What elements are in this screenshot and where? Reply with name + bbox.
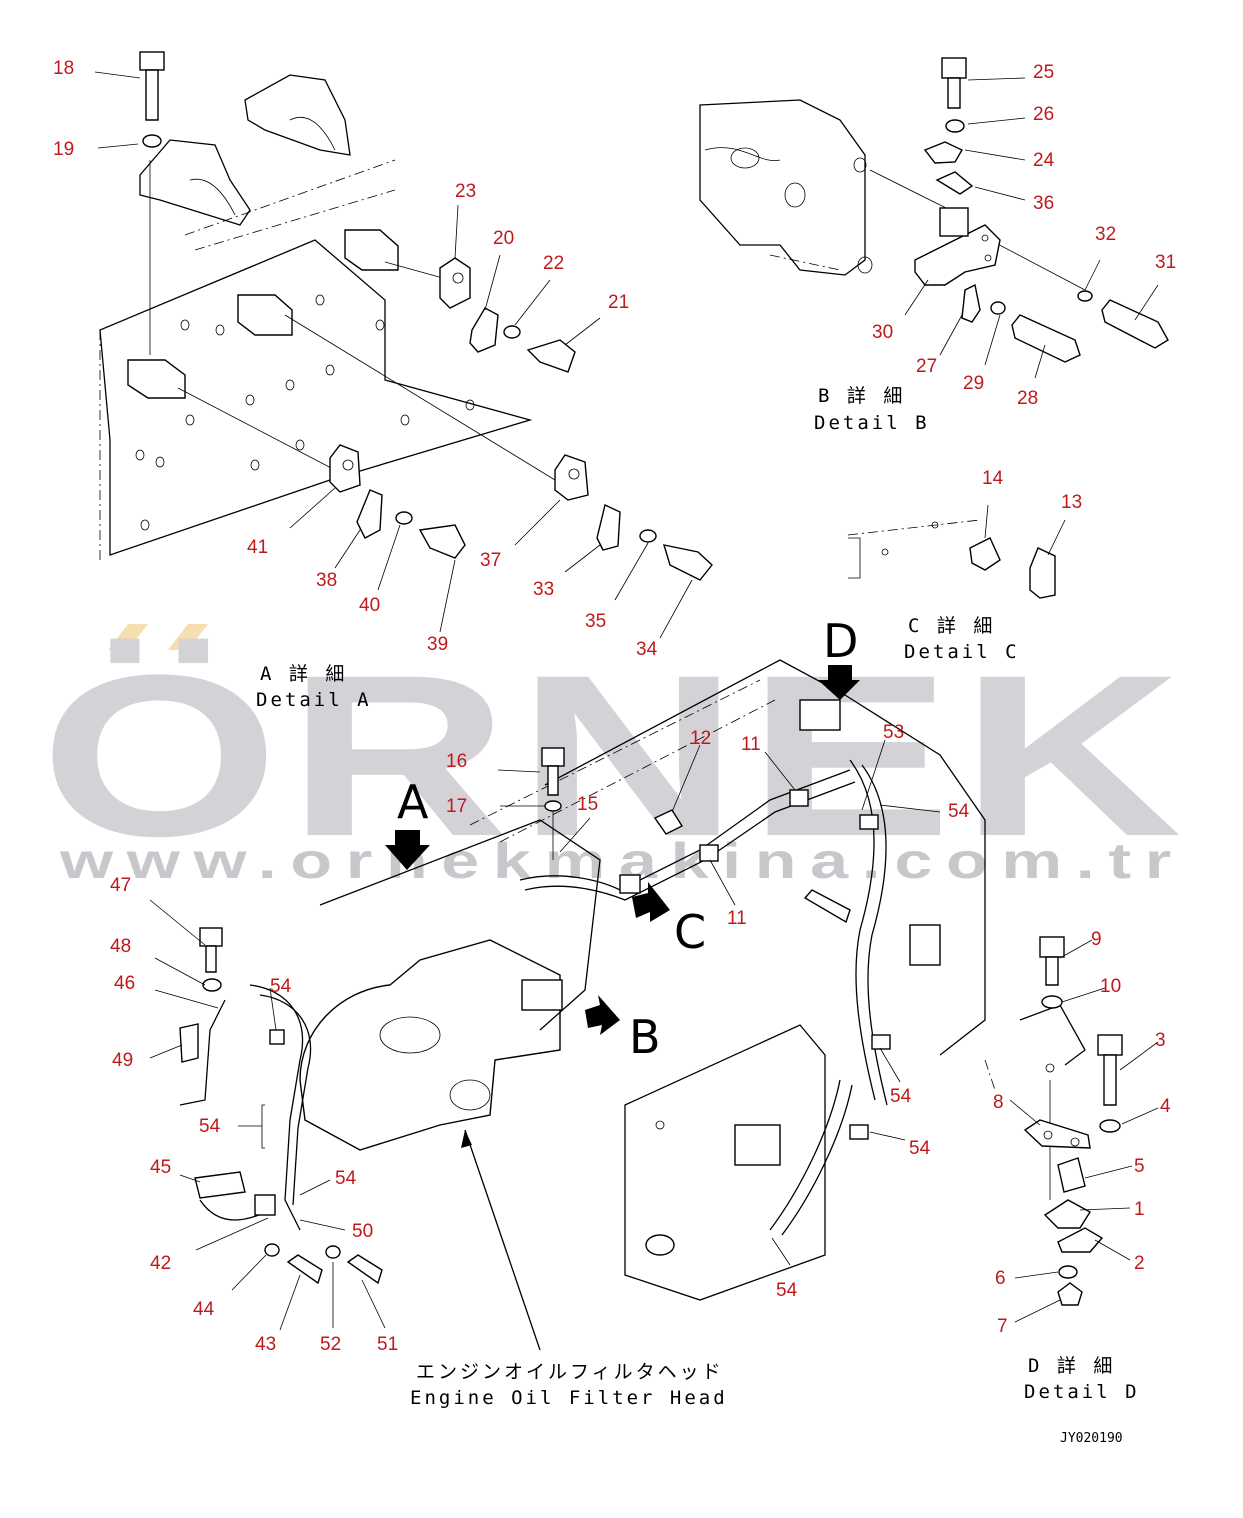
arrow-view-a <box>385 830 430 870</box>
callout-3: 3 <box>1155 1030 1166 1051</box>
callout-32: 32 <box>1095 224 1116 245</box>
detail-b-en: Detail B <box>814 412 930 434</box>
callout-8: 8 <box>993 1092 1004 1113</box>
callout-1: 1 <box>1134 1199 1145 1220</box>
callout-40: 40 <box>359 595 380 616</box>
view-letters: A B C D <box>397 614 858 1064</box>
detail-labels: A 詳 細 Detail A B 詳 細 Detail B C 詳 細 Deta… <box>256 385 1140 1446</box>
watermark-accent-right <box>168 624 208 650</box>
callout-18: 18 <box>53 58 74 79</box>
detail-d-jp: D 詳 細 <box>1028 1355 1115 1377</box>
callout-54-group: 54 <box>199 1116 221 1137</box>
callout-21: 21 <box>608 292 629 313</box>
detail-c-drawing <box>847 504 1066 599</box>
watermark: ÖRNEK www.ornekmakina.com.tr <box>40 624 1190 889</box>
callout-11-lower: 11 <box>727 908 747 929</box>
view-letter-d: D <box>823 614 858 668</box>
callout-39: 39 <box>427 634 448 655</box>
detail-d-drawing <box>984 936 1123 1306</box>
callout-48: 48 <box>110 936 131 957</box>
callout-35: 35 <box>585 611 606 632</box>
callout-54-right: 54 <box>890 1086 912 1107</box>
callout-27: 27 <box>916 356 937 377</box>
detail-c-jp: C 詳 細 <box>908 615 995 637</box>
callout-30: 30 <box>872 322 893 343</box>
callout-11-upper: 11 <box>741 734 761 755</box>
callout-52: 52 <box>320 1334 341 1355</box>
callout-44: 44 <box>193 1299 215 1320</box>
callout-26: 26 <box>1033 104 1054 125</box>
callout-leaders-main <box>149 739 941 1331</box>
callout-28: 28 <box>1017 388 1038 409</box>
callout-42: 42 <box>150 1253 171 1274</box>
view-letter-a: A <box>397 775 429 829</box>
callout-34: 34 <box>636 639 658 660</box>
callout-43: 43 <box>255 1334 276 1355</box>
callout-54-bottom: 54 <box>776 1280 798 1301</box>
callout-33: 33 <box>533 579 554 600</box>
callout-23: 23 <box>455 181 476 202</box>
callout-5: 5 <box>1134 1156 1145 1177</box>
callout-29: 29 <box>963 373 984 394</box>
detail-d-en: Detail D <box>1024 1381 1140 1403</box>
view-letter-b: B <box>629 1010 661 1064</box>
callout-16: 16 <box>446 751 467 772</box>
callout-54-mid: 54 <box>335 1168 357 1189</box>
callout-38: 38 <box>316 570 337 591</box>
callout-54-left: 54 <box>270 976 292 997</box>
detail-b-jp: B 詳 細 <box>818 385 905 407</box>
callout-7: 7 <box>997 1316 1008 1337</box>
watermark-url: www.ornekmakina.com.tr <box>59 833 1185 889</box>
callout-20: 20 <box>493 228 514 249</box>
caption-en: Engine Oil Filter Head <box>410 1387 728 1409</box>
detail-a-drawing <box>99 51 713 581</box>
callout-19: 19 <box>53 139 74 160</box>
callout-54-lower: 54 <box>909 1138 931 1159</box>
main-assembly <box>179 659 986 1351</box>
callout-leaders-d <box>1009 939 1159 1323</box>
callout-24: 24 <box>1033 150 1055 171</box>
callout-14: 14 <box>982 468 1004 489</box>
arrow-view-d <box>818 665 860 700</box>
callout-51: 51 <box>377 1334 398 1355</box>
callout-47: 47 <box>110 875 131 896</box>
watermark-accent-left <box>108 624 148 650</box>
watermark-brand: ÖRNEK <box>40 627 1190 884</box>
callout-leaders-a <box>94 71 693 639</box>
callout-37: 37 <box>480 550 501 571</box>
callout-17: 17 <box>446 796 467 817</box>
callout-numbers: 18 19 23 20 22 21 41 38 40 39 37 33 35 3… <box>53 58 1176 1355</box>
drawing-code: JY020190 <box>1060 1431 1123 1446</box>
callout-53: 53 <box>883 722 904 743</box>
callout-13: 13 <box>1061 492 1082 513</box>
detail-a-jp: A 詳 細 <box>260 663 347 685</box>
callout-9: 9 <box>1091 929 1102 950</box>
callout-10: 10 <box>1100 976 1121 997</box>
callout-36: 36 <box>1033 193 1054 214</box>
callout-12: 12 <box>690 728 711 749</box>
callout-41: 41 <box>247 537 268 558</box>
callout-31: 31 <box>1155 252 1176 273</box>
callout-leaders-b <box>904 77 1159 379</box>
callout-45: 45 <box>150 1157 171 1178</box>
callout-4: 4 <box>1160 1096 1171 1117</box>
callout-54-top: 54 <box>948 801 970 822</box>
detail-b-drawing <box>699 57 1169 363</box>
callout-6: 6 <box>995 1268 1006 1289</box>
callout-49: 49 <box>112 1050 133 1071</box>
detail-c-en: Detail C <box>904 641 1020 663</box>
callout-15: 15 <box>577 794 598 815</box>
detail-a-en: Detail A <box>256 689 372 711</box>
callout-46: 46 <box>114 973 135 994</box>
arrow-view-b <box>585 995 620 1035</box>
callout-25: 25 <box>1033 62 1054 83</box>
caption-jp: エンジンオイルフィルタヘッド <box>416 1361 724 1383</box>
view-letter-c: C <box>674 905 706 959</box>
callout-2: 2 <box>1134 1253 1145 1274</box>
arrow-view-c <box>632 882 670 922</box>
callout-22: 22 <box>543 253 564 274</box>
callout-50: 50 <box>352 1221 373 1242</box>
